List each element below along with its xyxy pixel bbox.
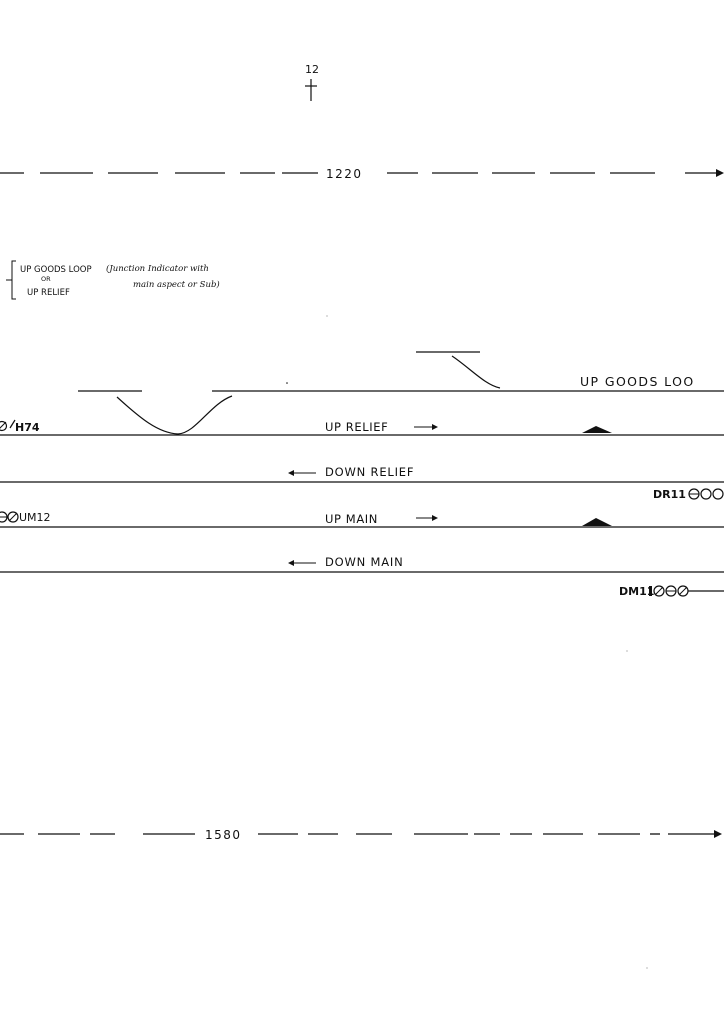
signal-h74-label: H74 (15, 421, 40, 434)
lower-distance-label: 1580 (205, 828, 242, 842)
signal-dm11: DM11 (619, 585, 724, 598)
up-goods-loop-track (78, 351, 724, 435)
down-relief-label: DOWN RELIEF (325, 465, 414, 479)
marker-triangle-icon (582, 518, 612, 526)
arrow-left-icon (288, 560, 316, 566)
marker-triangle-icon (582, 426, 612, 433)
indicator-note-handwritten-1: (Junction Indicator with (106, 263, 209, 274)
arrow-right-icon (716, 169, 724, 177)
indicator-note-line-2: UP RELIEF (27, 288, 70, 298)
up-relief-label: UP RELIEF (325, 420, 388, 434)
signal-um12: UM12 (0, 511, 51, 524)
arrow-right-icon (414, 424, 438, 430)
signal-dr11-label: DR11 (653, 488, 686, 501)
indicator-note-or: OR (41, 275, 51, 283)
upper-distance-label: 1220 (326, 167, 363, 181)
mile-post-number: 12 (305, 63, 319, 76)
arrow-right-icon (714, 830, 722, 838)
up-goods-loop-label: UP GOODS LOO (580, 374, 695, 389)
indicator-note-line-1: UP GOODS LOOP (20, 265, 92, 275)
indicator-note: UP GOODS LOOP OR UP RELIEF (Junction Ind… (6, 260, 220, 300)
signal-dr11: DR11 (653, 488, 724, 501)
mile-post: 12 (305, 63, 319, 101)
indicator-note-handwritten-2: main aspect or Sub) (133, 279, 220, 290)
signal-dm11-label: DM11 (619, 585, 654, 598)
up-main-label: UP MAIN (325, 512, 378, 526)
arrow-left-icon (288, 470, 316, 476)
signal-h74: H74 (0, 419, 40, 434)
down-main-label: DOWN MAIN (325, 555, 404, 569)
signal-um12-label: UM12 (19, 511, 51, 524)
arrow-right-icon (416, 515, 438, 521)
